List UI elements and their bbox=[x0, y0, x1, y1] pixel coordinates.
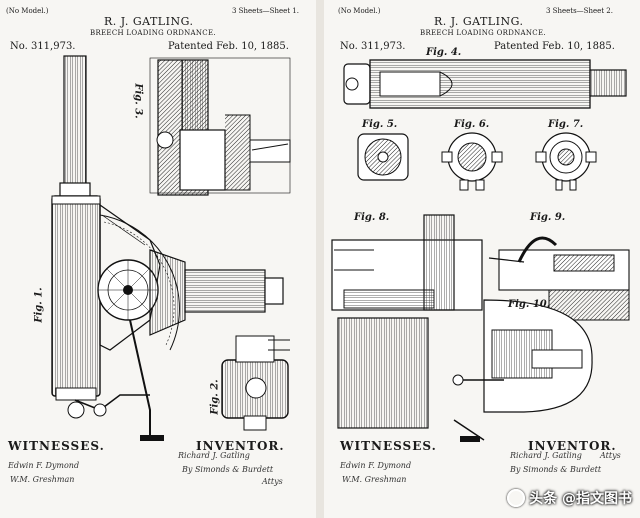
inventor-name: R. J. GATLING. bbox=[434, 15, 524, 28]
inventor-signature: Richard J. Gatling bbox=[510, 451, 582, 460]
witness-signature: Edwin F. Dymond bbox=[8, 461, 80, 470]
figure-label: Fig. 5. bbox=[362, 119, 398, 130]
sheet-info: 3 Sheets—Sheet 2. bbox=[546, 7, 613, 15]
witness-signature: W.M. Greshman bbox=[10, 475, 75, 484]
figure-label: Fig. 1. bbox=[33, 287, 45, 323]
attorney-suffix: Attys bbox=[262, 477, 283, 486]
inventor-heading: INVENTOR. bbox=[196, 439, 285, 453]
patent-sheet-2: (No Model.) R. J. GATLING. 3 Sheets—Shee… bbox=[324, 0, 640, 518]
patent-title: BREECH LOADING ORDNANCE. bbox=[90, 29, 216, 37]
patent-number: No. 311,973. bbox=[10, 41, 76, 52]
attorney-signature: By Simonds & Burdett bbox=[510, 465, 602, 474]
gun-drawing-sheet-2 bbox=[331, 59, 630, 442]
inventor-name: R. J. GATLING. bbox=[104, 15, 194, 28]
watermark-text: 头条 @指文图书 bbox=[529, 491, 632, 507]
figure-label: Fig. 2. bbox=[209, 379, 221, 415]
inventor-signature: Richard J. Gatling bbox=[178, 451, 250, 460]
figure-label: Fig. 6. bbox=[454, 119, 490, 130]
witnesses-heading: WITNESSES. bbox=[8, 439, 105, 453]
watermark-logo-icon bbox=[507, 489, 526, 507]
patent-date: Patented Feb. 10, 1885. bbox=[494, 41, 615, 52]
patent-date: Patented Feb. 10, 1885. bbox=[168, 41, 289, 52]
gun-drawing-sheet-1 bbox=[51, 55, 291, 441]
page-gutter bbox=[316, 0, 324, 518]
no-model-label: (No Model.) bbox=[6, 7, 49, 15]
witness-signature: W.M. Greshman bbox=[342, 475, 407, 484]
patent-title: BREECH LOADING ORDNANCE. bbox=[420, 29, 546, 37]
figure-label: Fig. 4. bbox=[426, 47, 462, 58]
figure-label: Fig. 9. bbox=[530, 212, 566, 223]
inventor-heading: INVENTOR. bbox=[528, 439, 617, 453]
no-model-label: (No Model.) bbox=[338, 7, 381, 15]
witnesses-heading: WITNESSES. bbox=[340, 439, 437, 453]
sheet-info: 3 Sheets—Sheet 1. bbox=[232, 7, 299, 15]
figure-label: Fig. 7. bbox=[548, 119, 584, 130]
attorney-suffix: Attys bbox=[600, 451, 621, 460]
watermark-badge: 头条 @指文图书 bbox=[507, 488, 632, 508]
attorney-signature: By Simonds & Burdett bbox=[182, 465, 274, 474]
figure-label: Fig. 3. bbox=[132, 83, 144, 119]
patent-sheet-1: (No Model.) R. J. GATLING. 3 Sheets—Shee… bbox=[0, 0, 316, 518]
figure-label: Fig. 8. bbox=[354, 212, 390, 223]
witness-signature: Edwin F. Dymond bbox=[340, 461, 412, 470]
patent-number: No. 311,973. bbox=[340, 41, 406, 52]
figure-label: Fig. 10. bbox=[508, 299, 551, 310]
